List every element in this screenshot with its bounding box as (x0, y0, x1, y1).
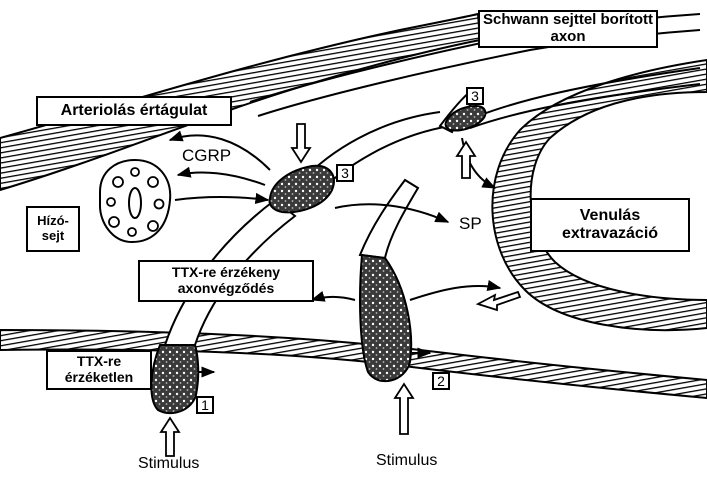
stimulus-arrow-left (161, 418, 179, 456)
label-ttx-insensitive: TTX-re érzéketlen (46, 350, 152, 390)
open-arrow-up (457, 142, 475, 178)
nerve-terminal-1 (151, 345, 198, 413)
open-arrow-down (292, 124, 310, 162)
marker-1: 1 (196, 396, 214, 414)
varicosity-3-left (270, 166, 334, 213)
label-sp: SP (459, 214, 482, 234)
label-stimulus-right: Stimulus (376, 452, 437, 470)
label-ttx-sensitive-terminal: TTX-re érzékeny axonvégződés (138, 260, 314, 302)
marker-3-left: 3 (336, 164, 354, 182)
marker-3-top: 3 (466, 87, 484, 105)
label-mast-cell: Hízó- sejt (26, 206, 80, 252)
label-schwann-axon: Schwann sejttel borított axon (478, 10, 658, 48)
label-arteriolar-dilation: Arteriolás értágulat (36, 96, 232, 126)
mast-cell (100, 160, 170, 242)
label-venular-extravasation: Venulás extravazáció (530, 198, 690, 252)
label-cgrp: CGRP (182, 146, 231, 166)
open-arrow-to-venule (478, 292, 520, 310)
label-stimulus-left: Stimulus (138, 455, 199, 473)
arrow-mast-to-terminal (175, 197, 268, 200)
arrow-to-mast-cell (178, 172, 265, 185)
axon-branch-2 (360, 180, 418, 258)
nerve-terminal-2 (360, 255, 411, 381)
arrow-sideways-left (312, 297, 355, 300)
arrow-sideways-right (410, 286, 500, 300)
marker-2: 2 (432, 372, 450, 390)
stimulus-arrow-right (395, 384, 413, 434)
